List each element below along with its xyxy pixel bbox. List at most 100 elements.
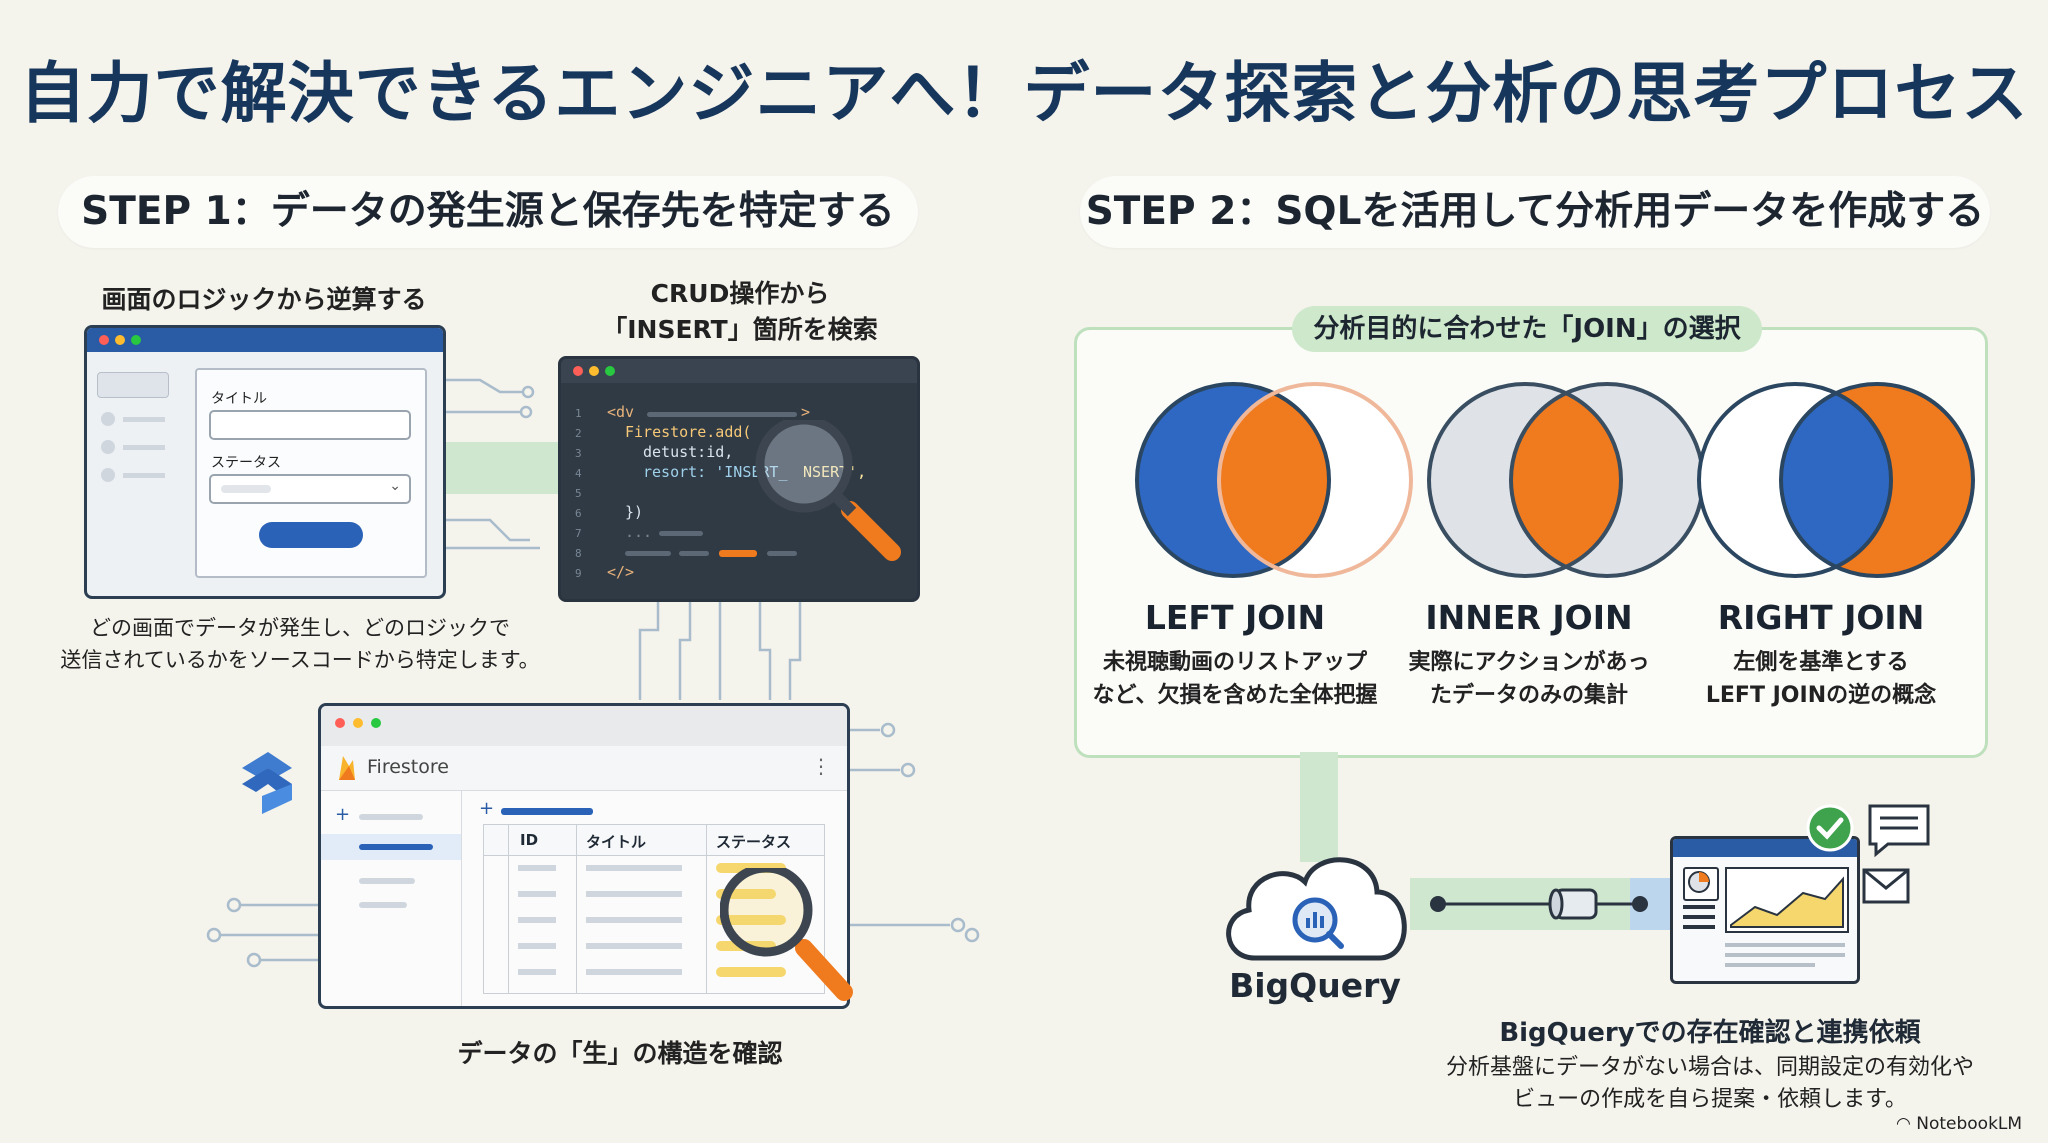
bigquery-section-desc: 分析基盤にデータがない場合は、同期設定の有効化や ビューの作成を自ら提案・依頼し… [1420, 1052, 2000, 1116]
code-line-2: Firestore.add( [625, 423, 752, 441]
line-number: 9 [575, 567, 582, 580]
desc-line-2: 送信されているかをソースコードから特定します。 [60, 648, 540, 672]
link-node [1632, 896, 1648, 912]
collection-item[interactable] [359, 902, 407, 908]
sidebar-line-2 [123, 445, 165, 450]
submit-button[interactable] [259, 522, 363, 548]
minimize-dot [589, 366, 599, 376]
area-chart-icon [1725, 867, 1849, 933]
minimize-dot [353, 718, 363, 728]
step1-description: どの画面でデータが発生し、どのロジックで 送信されているかをソースコードから特定… [40, 612, 560, 676]
code-line-1: <dv [607, 403, 635, 421]
collection-item[interactable] [359, 814, 423, 820]
status-chip [716, 915, 786, 925]
right-join-venn [1697, 382, 1975, 578]
code-placeholder [767, 551, 797, 556]
ui-window-titlebar [87, 328, 443, 352]
close-dot [335, 718, 345, 728]
check-circle-icon [1806, 804, 1854, 852]
firestore-header: Firestore ⋮ [321, 746, 847, 791]
close-dot [573, 366, 583, 376]
notebooklm-logo-icon: ◠ [1896, 1114, 1917, 1134]
page-title: 自力で解決できるエンジニアへ！データ探索と分析の思考プロセス [19, 55, 2029, 132]
table-header: ID タイトル ステータス [484, 825, 824, 856]
dashboard-line [1683, 915, 1715, 919]
maximize-dot [131, 335, 141, 345]
magnifier-handle [841, 501, 901, 561]
crud-label-line2: 「INSERT」箇所を検索 [602, 315, 878, 344]
form-panel: タイトル ステータス ⌄ [195, 368, 427, 578]
cell-placeholder [518, 969, 556, 975]
code-line-7: ... [625, 523, 653, 541]
bq-desc-line-2: ビューの作成を自ら提案・依頼します。 [1513, 1087, 1907, 1112]
code-placeholder [679, 551, 709, 556]
magnifying-glass-icon [720, 868, 813, 957]
code-highlight-bar [719, 550, 757, 557]
inner-join-name: INNER JOIN [1425, 598, 1633, 637]
collection-item-selected[interactable] [321, 834, 461, 860]
left-join-desc-2: など、欠損を含めた全体把握 [1092, 683, 1378, 708]
maximize-dot [371, 718, 381, 728]
sidebar-button[interactable] [97, 372, 169, 398]
cloud-icon [1226, 857, 1407, 961]
magnifier-code [755, 420, 901, 561]
title-input[interactable] [209, 410, 411, 440]
join-venn-diagrams [1135, 382, 1975, 578]
cell-placeholder [518, 891, 556, 897]
code-editor-window: 1 2 3 4 5 6 7 8 9 <dv > Firestore.add( d… [558, 356, 920, 602]
firebase-flame-icon [339, 756, 355, 780]
left-join-venn [1135, 382, 1413, 578]
ui-screen-window: タイトル ステータス ⌄ [84, 325, 446, 599]
sidebar-bullet-3 [101, 468, 115, 482]
cell-placeholder [586, 917, 682, 923]
cell-placeholder [586, 969, 682, 975]
dashboard-badges [1806, 804, 1930, 904]
add-document-icon[interactable]: + [479, 798, 495, 819]
inner-join-desc-1: 実際にアクションがあっ [1408, 650, 1650, 675]
minimize-dot [115, 335, 125, 345]
line-number: 2 [575, 427, 582, 440]
add-collection-icon[interactable]: + [335, 804, 351, 825]
sidebar-bullet-2 [101, 440, 115, 454]
crud-label: CRUD操作から 「INSERT」箇所を検索 [560, 276, 920, 348]
watermark-text: NotebookLM [1916, 1114, 2023, 1134]
sidebar-line-3 [123, 473, 165, 478]
code-line-9: </> [607, 563, 635, 581]
more-vert-icon[interactable]: ⋮ [811, 754, 831, 778]
bigquery-section-title: BigQueryでの存在確認と連携依頼 [1499, 1018, 1921, 1048]
ui-to-code-band [440, 442, 560, 494]
cell-placeholder [518, 865, 556, 871]
inner-join-venn [1427, 382, 1705, 578]
magnifying-glass-icon [755, 420, 853, 513]
left-join-desc-1: 未視聴動画のリストアップ [1102, 650, 1367, 675]
cell-placeholder [586, 865, 682, 871]
code-placeholder [625, 551, 671, 556]
cell-placeholder [586, 891, 682, 897]
title-field-label: タイトル [211, 391, 267, 407]
dashboard-window [1670, 836, 1860, 984]
line-number: 5 [575, 487, 582, 500]
line-number: 6 [575, 507, 582, 520]
status-select[interactable]: ⌄ [209, 474, 411, 504]
sidebar-line-1 [123, 417, 165, 422]
chevron-down-icon: ⌄ [389, 478, 401, 494]
magnifier-firestore [720, 868, 853, 1001]
document-bar [501, 808, 593, 815]
firestore-window: Firestore ⋮ + + ID タイトル ステータス [318, 703, 850, 1009]
collections-panel: + [321, 790, 462, 1006]
line-number: 4 [575, 467, 582, 480]
cell-placeholder [586, 943, 682, 949]
pie-chart-icon [1683, 867, 1719, 901]
dashboard-line [1683, 925, 1715, 929]
raw-structure-label: データの「生」の構造を確認 [457, 1039, 783, 1068]
status-field-label: ステータス [211, 455, 281, 471]
code-tag-close: > [801, 403, 811, 421]
circuit-lines [206, 378, 980, 968]
code-line-6: }) [625, 503, 644, 521]
dashboard-line [1683, 905, 1715, 909]
chevron-logo-icon [242, 752, 292, 814]
maximize-dot [605, 366, 615, 376]
collection-item[interactable] [359, 878, 415, 884]
